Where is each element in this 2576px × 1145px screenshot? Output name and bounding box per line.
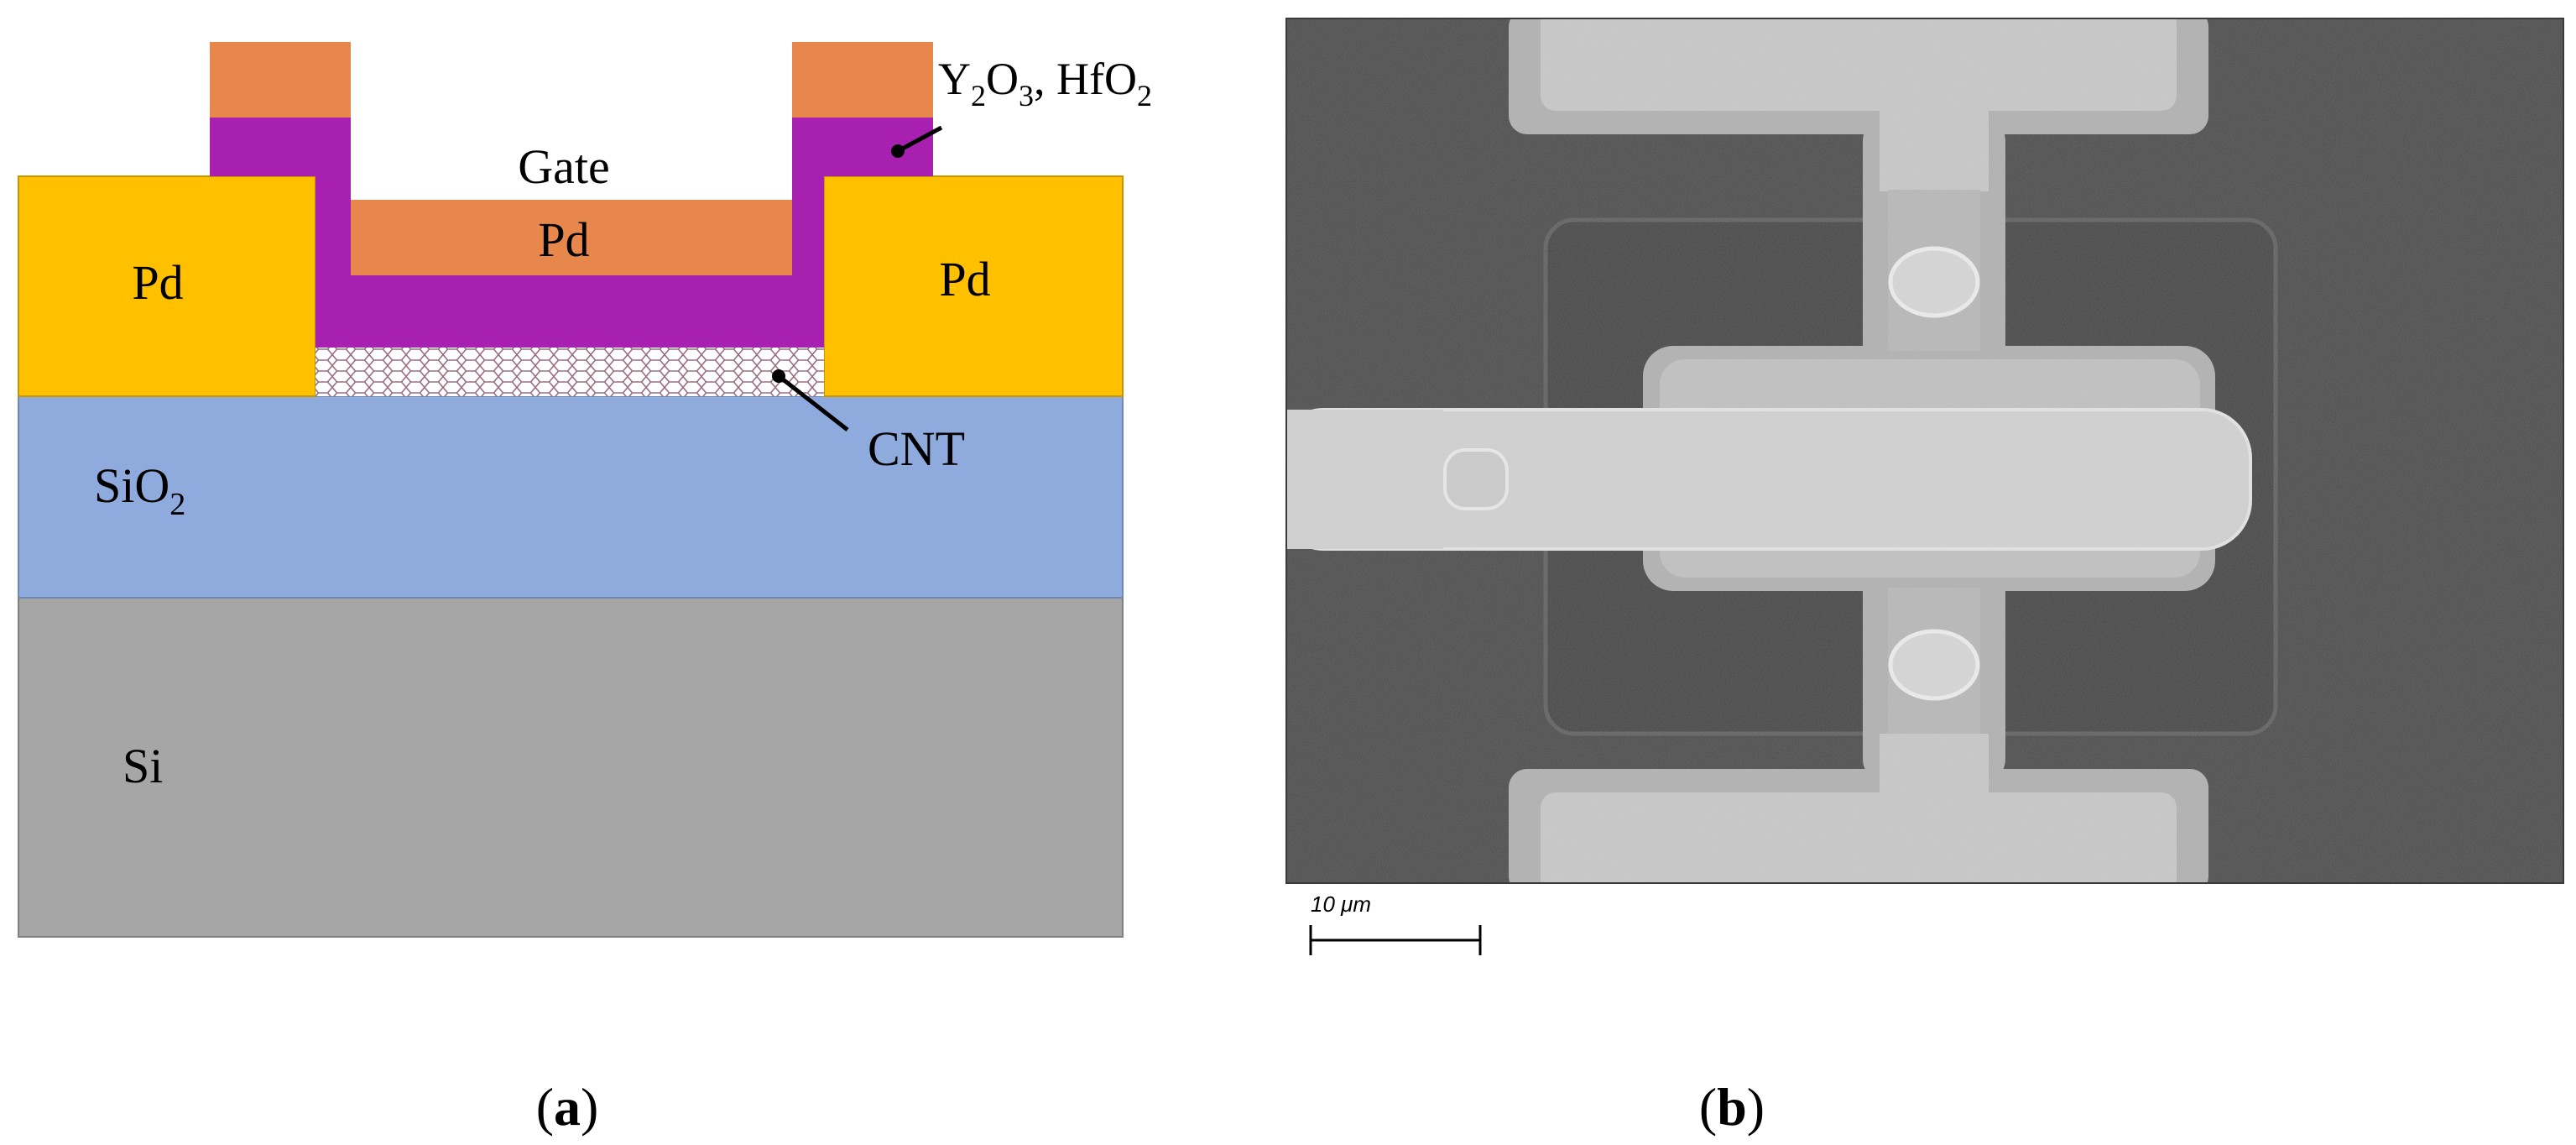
gate-label: Gate [518, 139, 610, 194]
dielectric-hf-sub: 2 [1137, 79, 1152, 112]
pd-gate-right-cap [792, 42, 933, 118]
dielectric-separator: , HfO [1034, 54, 1137, 104]
caption-b-close: ) [1747, 1077, 1765, 1137]
dielectric-leader-dot [891, 144, 905, 158]
scale-bar-label: 10 μm [1311, 891, 1371, 917]
sio2-sub: 2 [169, 487, 185, 522]
sio2-layer [18, 395, 1124, 599]
dielectric-leader-line [896, 125, 943, 154]
sio2-main: SiO [94, 458, 169, 513]
caption-b-open: ( [1699, 1077, 1717, 1137]
dielectric-y-sub: 2 [971, 79, 986, 112]
dielectric-y: Y [938, 54, 971, 104]
dielectric-layer [210, 118, 933, 348]
cnt-channel-layer [315, 348, 824, 396]
pd-gate-electrode [351, 200, 792, 275]
cnt-leader-dot [772, 369, 785, 383]
sem-noise-overlay [1286, 18, 2563, 883]
dielectric-label: Y2O3, HfO2 [938, 54, 1152, 112]
pd-source-contact [18, 175, 316, 397]
sio2-label: SiO2 [94, 458, 185, 522]
caption-b: (b) [1699, 1077, 1765, 1137]
caption-a-letter: a [554, 1077, 581, 1137]
cnt-label: CNT [868, 421, 965, 476]
caption-a-close: ) [581, 1077, 598, 1137]
si-substrate-layer [18, 597, 1124, 938]
si-label: Si [123, 739, 163, 793]
pd-source-label: Pd [132, 255, 183, 310]
panel-a-cross-section: Gate Pd Pd Pd Y2O3, HfO2 CNT SiO2 Si (a) [18, 42, 1152, 1137]
caption-a-open: ( [536, 1077, 554, 1137]
dielectric-o-sub: 3 [1019, 79, 1034, 112]
caption-a: (a) [536, 1077, 599, 1137]
pd-drain-contact [823, 175, 1124, 397]
panel-b-sem-image: 10 μm (b) [1285, 18, 2564, 1137]
dielectric-o: O [986, 54, 1019, 104]
caption-b-letter: b [1717, 1077, 1747, 1137]
pd-gate-label: Pd [538, 212, 589, 267]
cnt-leader-line [777, 374, 849, 431]
pd-drain-label: Pd [939, 252, 990, 306]
pd-gate-left-cap [210, 42, 351, 118]
sem-frame [1285, 18, 2564, 884]
